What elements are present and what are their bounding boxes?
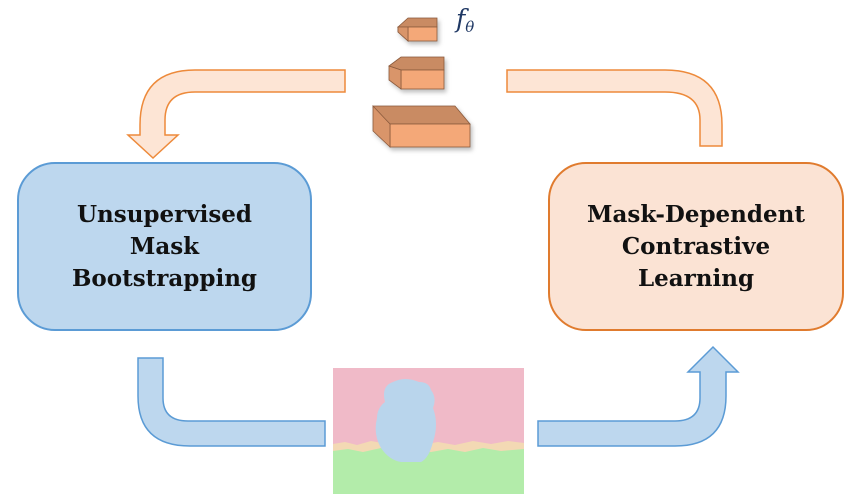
- right-box-line-3: Learning: [637, 264, 755, 292]
- orange-arrow-left: [126, 69, 346, 160]
- unsupervised-mask-bootstrapping-box: Unsupervised Mask Bootstrapping: [17, 162, 312, 331]
- left-box-line-2: Mask: [129, 232, 200, 260]
- network-block-small: [396, 17, 438, 42]
- network-subscript: θ: [465, 18, 475, 36]
- network-block-medium: [388, 56, 445, 90]
- segmentation-mask-image: [333, 368, 524, 494]
- mask-ground-region: [333, 448, 524, 494]
- network-label: fθ: [456, 4, 474, 36]
- orange-arrow-right: [506, 69, 723, 147]
- right-box-line-2: Contrastive: [621, 232, 771, 260]
- left-box-line-1: Unsupervised: [76, 200, 253, 228]
- blue-arrow-right: [537, 345, 740, 447]
- mask-dependent-contrastive-learning-box: Mask-Dependent Contrastive Learning: [548, 162, 844, 331]
- segmentation-mask-svg: [333, 368, 524, 494]
- network-blocks: [372, 17, 471, 148]
- network-symbol: f: [456, 4, 466, 33]
- mask-object-region: [375, 379, 436, 462]
- left-box-line-3: Bootstrapping: [71, 264, 258, 292]
- network-block-large: [372, 104, 471, 148]
- right-box-line-1: Mask-Dependent: [587, 200, 805, 228]
- blue-arrow-left: [137, 357, 326, 447]
